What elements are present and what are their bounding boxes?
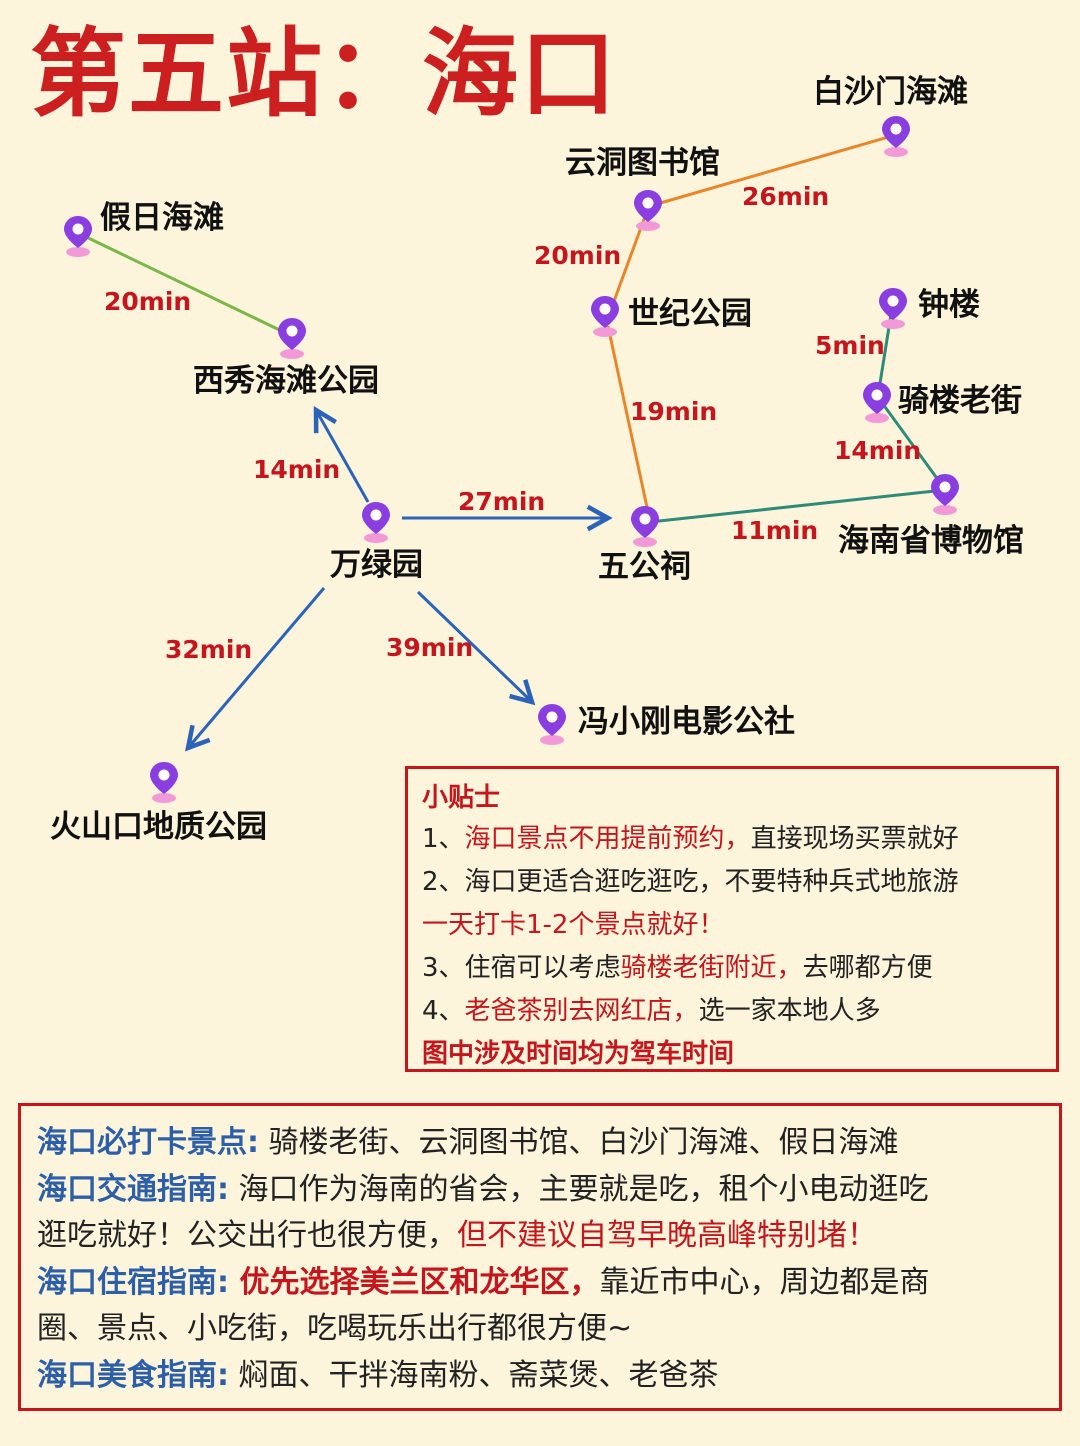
tips-text: 4、: [422, 996, 465, 1026]
guide-label: 海口交通指南:: [37, 1171, 229, 1207]
route-yundong-baishamen: [649, 134, 893, 208]
guide-food: 海口美食指南: 焖面、干拌海南粉、斋菜煲、老爸茶: [37, 1353, 1059, 1400]
tips-line-6: 图中涉及时间均为驾车时间: [422, 1039, 735, 1069]
page-title: 第五站：海口: [30, 18, 618, 130]
time-label: 5min: [815, 331, 885, 360]
route-jiari-xixiu: [79, 232, 293, 338]
place-label-baishamen: 白沙门海滩: [813, 74, 968, 110]
time-label: 20min: [104, 287, 192, 316]
location-pin-icon: [278, 318, 306, 359]
guide-traffic: 海口交通指南: 海口作为海南的省会，主要就是吃，租个小电动逛吃: [37, 1167, 1059, 1214]
tips-highlight: 老爸茶别去网红店，: [464, 996, 699, 1026]
route-qilou-bowuguan: [878, 399, 946, 489]
route-wugongci-bowuguan: [649, 488, 945, 524]
guide-highlight: 优先选择美兰区和龙华区，: [229, 1264, 600, 1300]
guide-text: 焖面、干拌海南粉、斋菜煲、老爸茶: [229, 1357, 719, 1393]
guide-box: 海口必打卡景点: 骑楼老街、云洞图书馆、白沙门海滩、假日海滩 海口交通指南: 海…: [18, 1103, 1062, 1411]
place-label-bowuguan: 海南省博物馆: [838, 523, 1024, 559]
time-label: 27min: [458, 487, 546, 516]
place-label-huoshan: 火山口地质公园: [50, 809, 267, 845]
tips-highlight: 海口景点不用提前预约，: [464, 824, 751, 854]
place-label-zhonglou: 钟楼: [918, 287, 980, 323]
time-label: 14min: [253, 455, 341, 484]
location-pin-icon: [631, 506, 659, 547]
route-wugongci-shiji: [606, 325, 650, 513]
tips-line-4: 3、住宿可以考虑骑楼老街附近，去哪都方便: [422, 947, 1056, 990]
time-label: 19min: [630, 397, 718, 426]
route-shiji-yundong: [608, 213, 648, 313]
location-pin-icon: [538, 704, 566, 745]
guide-highlight: 但不建议自驾早晚高峰特别堵！: [457, 1218, 877, 1253]
location-pin-icon: [931, 474, 959, 515]
location-pin-icon: [863, 382, 891, 423]
place-label-wugongci: 五公祠: [598, 549, 691, 585]
guide-text: 逛吃就好！公交出行也很方便，: [37, 1218, 457, 1253]
guide-label: 海口必打卡景点:: [37, 1125, 259, 1160]
time-label: 11min: [731, 516, 819, 545]
time-label: 32min: [165, 635, 253, 664]
location-pin-icon: [634, 190, 662, 231]
guide-stay: 海口住宿指南: 优先选择美兰区和龙华区，靠近市中心，周边都是商: [37, 1260, 1059, 1307]
place-label-xixiu: 西秀海滩公园: [193, 363, 379, 399]
location-pin-icon: [882, 116, 910, 157]
time-label: 14min: [834, 436, 922, 465]
guide-text: 骑楼老街、云洞图书馆、白沙门海滩、假日海滩: [259, 1125, 899, 1160]
location-pin-icon: [362, 502, 390, 543]
tips-box: 小贴士 1、海口景点不用提前预约，直接现场买票就好 2、海口更适合逛吃逛吃，不要…: [405, 766, 1059, 1072]
location-pin-icon: [150, 762, 178, 803]
place-label-fengxiaogang: 冯小刚电影公社: [578, 704, 795, 740]
place-label-jiari: 假日海滩: [100, 200, 224, 236]
place-label-qilou: 骑楼老街: [898, 383, 1022, 419]
tips-line-5: 4、老爸茶别去网红店，选一家本地人多: [422, 990, 1056, 1033]
guide-text: 靠近市中心，周边都是商: [599, 1264, 930, 1300]
route-wanlv-huoshan: [188, 587, 326, 748]
time-label: 26min: [742, 182, 830, 211]
tips-text: 直接现场买票就好: [750, 824, 959, 854]
guide-spots: 海口必打卡景点: 骑楼老街、云洞图书馆、白沙门海滩、假日海滩: [37, 1120, 1059, 1167]
guide-label: 海口住宿指南:: [37, 1264, 229, 1300]
tips-line-2: 2、海口更适合逛吃逛吃，不要特种兵式地旅游: [422, 867, 959, 897]
time-label: 39min: [386, 633, 474, 662]
tips-title: 小贴士: [422, 783, 501, 813]
tips-text: 1、: [422, 824, 465, 854]
time-label: 20min: [534, 241, 622, 270]
place-label-yundong: 云洞图书馆: [565, 145, 720, 181]
guide-stay-2: 圈、景点、小吃街，吃喝玩乐出行都很方便~: [37, 1311, 633, 1346]
location-pin-icon: [591, 296, 619, 337]
tips-text: 选一家本地人多: [698, 996, 881, 1026]
guide-traffic-2: 逛吃就好！公交出行也很方便，但不建议自驾早晚高峰特别堵！: [37, 1213, 1059, 1260]
place-label-wanlv: 万绿园: [330, 547, 423, 583]
tips-text: 3、住宿可以考虑: [422, 953, 621, 983]
tips-line-1: 1、海口景点不用提前预约，直接现场买票就好: [422, 818, 1056, 861]
guide-text: 海口作为海南的省会，主要就是吃，租个小电动逛吃: [229, 1171, 929, 1207]
tips-text: 去哪都方便: [802, 953, 933, 983]
tips-highlight: 骑楼老街附近，: [620, 953, 803, 983]
guide-label: 海口美食指南:: [37, 1357, 229, 1393]
location-pin-icon: [64, 216, 92, 257]
route-wanlv-xixiu: [316, 410, 370, 503]
route-wanlv-fengxiaogang: [416, 590, 532, 702]
tips-line-3: 一天打卡1-2个景点就好！: [422, 910, 725, 940]
location-pin-icon: [879, 288, 907, 329]
place-label-shiji: 世纪公园: [628, 296, 752, 332]
